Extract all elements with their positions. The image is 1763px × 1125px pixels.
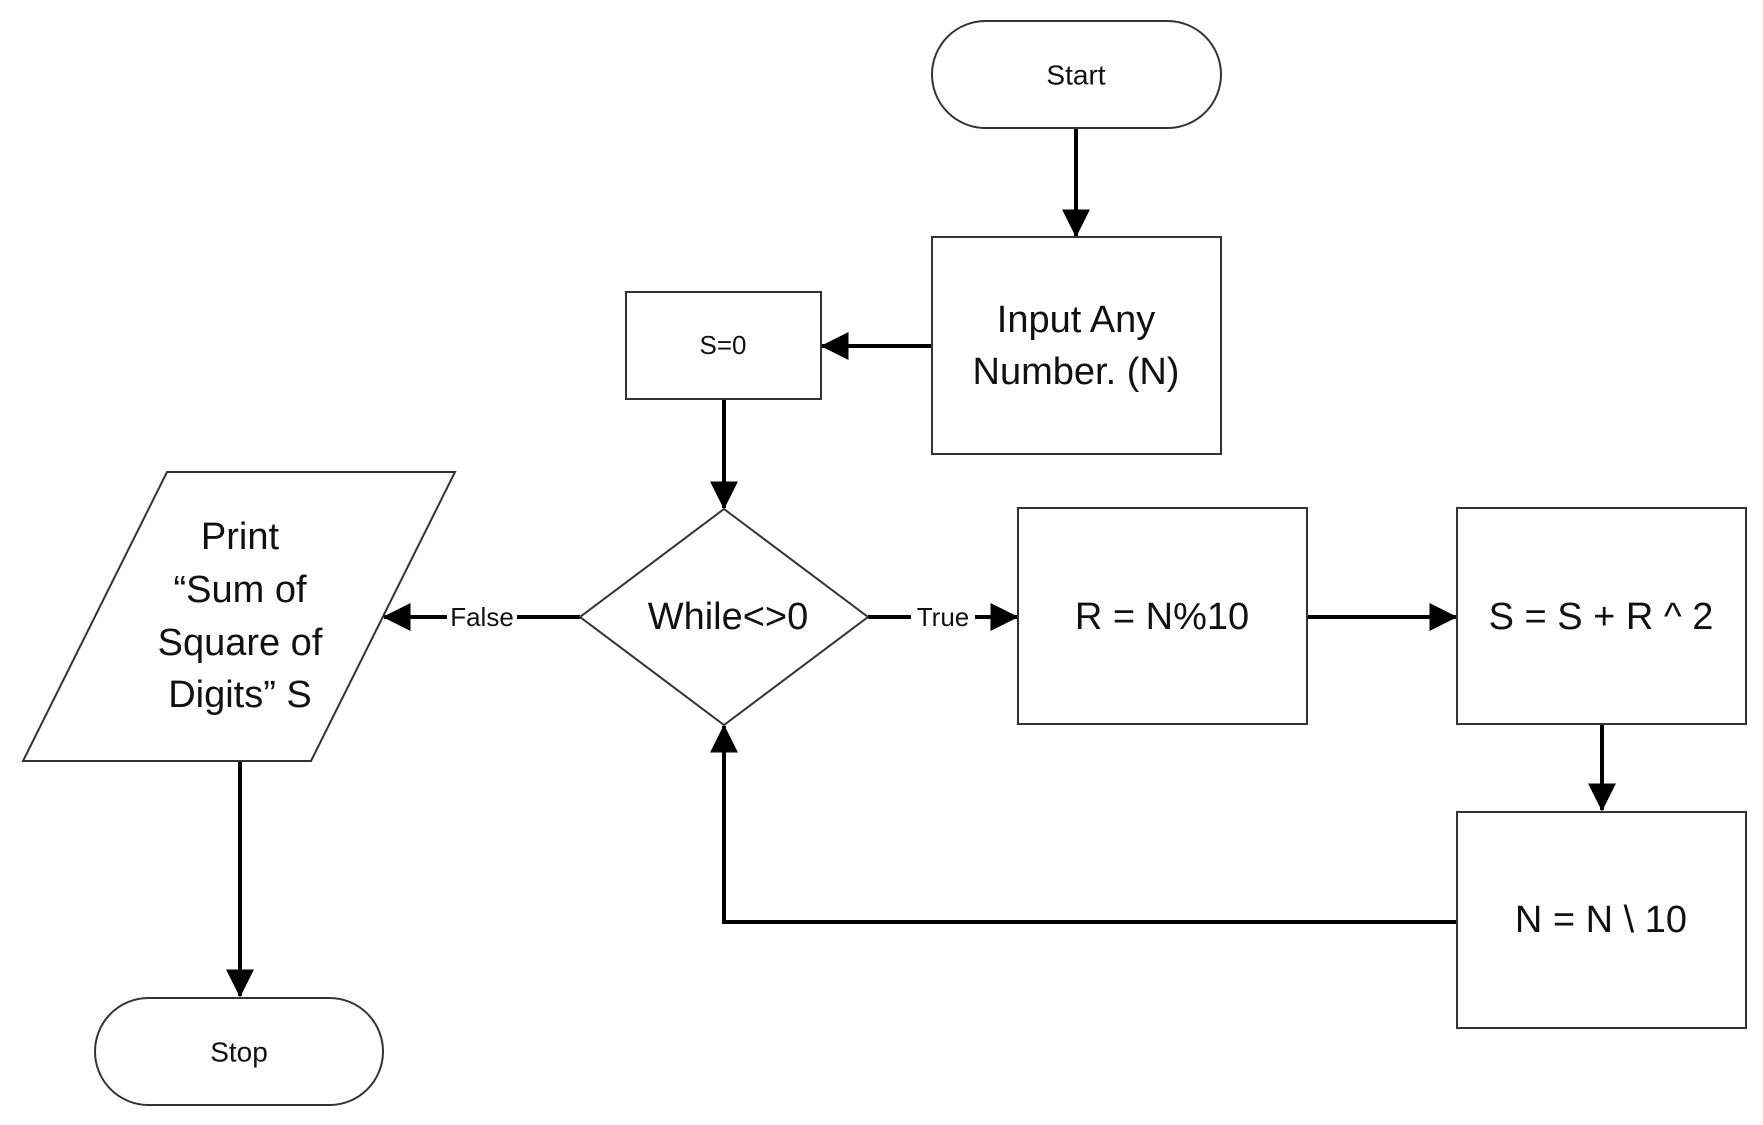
start-label: Start [1046,60,1105,91]
remainder-node: R = N%10 [1017,507,1308,725]
start-node: Start [931,20,1222,129]
output-node: Print “Sum of Square of Digits” S [21,471,457,762]
true-label: True [917,602,970,632]
false-label: False [450,602,514,632]
output-label-line1: Print [201,516,280,558]
output-label-line4: Digits” S [168,674,312,716]
output-label-line2: “Sum of [173,569,306,611]
connectors [226,128,1616,998]
init-label: S=0 [700,330,747,360]
edge-label-true: True [911,600,975,634]
input-label-line1: Input Any [997,299,1155,341]
loop-decision-node: While<>0 [578,507,870,727]
input-node: Input Any Number. (N) [931,236,1222,455]
divide-node: N = N \ 10 [1456,811,1747,1029]
output-label-line3: Square of [158,622,323,664]
stop-node: Stop [94,997,384,1106]
remainder-label: R = N%10 [1075,596,1249,638]
edge-label-false: False [447,600,517,634]
loop-decision-label: While<>0 [648,596,809,638]
stop-label: Stop [210,1037,268,1068]
divide-label: N = N \ 10 [1515,899,1687,941]
input-label-line2: Number. (N) [973,351,1180,393]
accumulate-label: S = S + R ^ 2 [1489,596,1714,638]
init-node: S=0 [625,291,822,400]
accumulate-node: S = S + R ^ 2 [1456,507,1747,725]
edge-divide-back-to-loop [710,724,1456,924]
